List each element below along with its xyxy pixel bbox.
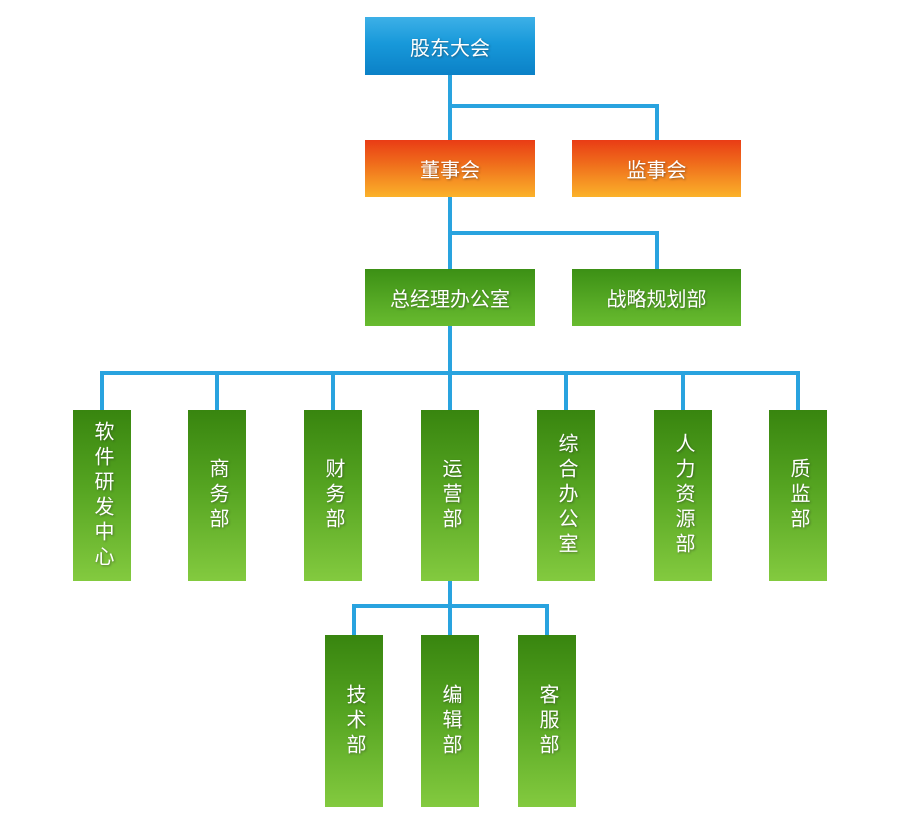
connector-drop-technical (352, 608, 356, 635)
org-node-finance-dept: 财务部 (304, 410, 362, 581)
org-node-hr-dept: 人力资源部 (654, 410, 712, 581)
connector-drop-supervisory-board (655, 104, 659, 140)
connector-drop-hr (681, 375, 685, 410)
org-node-supervisory-board: 监事会 (572, 140, 741, 197)
connector-operations-down (448, 581, 452, 608)
connector-drop-operations (448, 375, 452, 410)
org-node-business-dept: 商务部 (188, 410, 246, 581)
org-node-label: 人力资源部 (672, 433, 694, 558)
org-node-label: 董事会 (420, 160, 480, 182)
org-node-shareholders-meeting: 股东大会 (365, 17, 535, 75)
org-node-quality-supervision-dept: 质监部 (769, 410, 827, 581)
connector-drop-strategic-planning (655, 231, 659, 269)
connector-gm-office-down (448, 326, 452, 375)
org-node-board-of-directors: 董事会 (365, 140, 535, 197)
connector-drop-quality (796, 375, 800, 410)
org-node-label: 运营部 (439, 458, 461, 533)
org-node-customer-service-dept: 客服部 (518, 635, 576, 807)
org-node-label: 综合办公室 (555, 433, 577, 558)
connector-rail-level2 (448, 104, 659, 108)
org-node-label: 质监部 (787, 458, 809, 533)
org-node-label: 商务部 (206, 458, 228, 533)
connector-drop-general-office (564, 375, 568, 410)
org-node-label: 监事会 (626, 160, 687, 182)
org-node-operations-dept: 运营部 (421, 410, 479, 581)
org-node-technical-dept: 技术部 (325, 635, 383, 807)
org-node-label: 股东大会 (410, 37, 490, 60)
connector-drop-software-rd (100, 375, 104, 410)
org-node-label: 编辑部 (439, 683, 461, 759)
connector-drop-customer-service (545, 608, 549, 635)
org-node-label: 软件研发中心 (91, 420, 113, 571)
org-node-gm-office: 总经理办公室 (365, 269, 535, 326)
org-node-label: 财务部 (322, 458, 344, 533)
connector-rail-level4 (100, 371, 800, 375)
org-node-software-rd-center: 软件研发中心 (73, 410, 131, 581)
connector-rail-level3 (448, 231, 659, 235)
connector-drop-finance (331, 375, 335, 410)
connector-rail-level5 (352, 604, 549, 608)
org-node-label: 总经理办公室 (390, 289, 510, 311)
org-node-general-office: 综合办公室 (537, 410, 595, 581)
org-node-label: 客服部 (536, 683, 558, 759)
connector-drop-business (215, 375, 219, 410)
org-node-strategic-planning-dept: 战略规划部 (572, 269, 741, 326)
connector-drop-editorial (448, 608, 452, 635)
org-node-label: 战略规划部 (606, 289, 707, 311)
org-node-editorial-dept: 编辑部 (421, 635, 479, 807)
org-node-label: 技术部 (343, 683, 365, 759)
